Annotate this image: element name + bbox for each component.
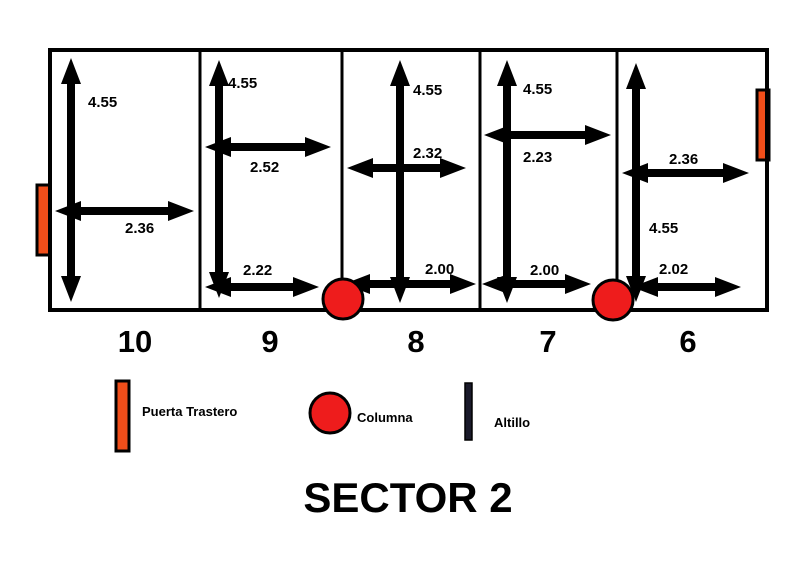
dim-label-room-9-length: 4.55: [228, 75, 257, 92]
dim-label-room-8-length: 4.55: [413, 82, 442, 99]
legend: Puerta Trastero Columna Altillo: [114, 379, 530, 453]
room-number-8: 8: [407, 324, 424, 359]
legend-column-icon: [308, 391, 352, 435]
dim-label-room-7-width: 2.23: [523, 149, 552, 166]
legend-altillo-icon: [464, 382, 473, 441]
dimension-arrow: [61, 58, 81, 302]
room-number-10: 10: [118, 324, 152, 359]
dim-label-room-8-bottom: 2.00: [425, 261, 454, 278]
dim-label-room-10-length: 4.55: [88, 94, 117, 111]
dim-label-room-7-length: 4.55: [523, 81, 552, 98]
dim-label-room-9-width: 2.52: [250, 159, 279, 176]
dim-label-room-9-bottom: 2.22: [243, 262, 272, 279]
dim-label-room-6-bottom: 2.02: [659, 261, 688, 278]
column-marker: [591, 278, 635, 322]
dimension-arrow: [55, 201, 194, 221]
room-number-7: 7: [539, 324, 556, 359]
dimension-arrow: [205, 277, 319, 297]
dimension-arrows: [55, 58, 749, 303]
dimension-arrow: [497, 60, 517, 303]
legend-column-label: Columna: [357, 410, 413, 425]
dimension-arrow: [390, 60, 410, 303]
dim-label-room-6-width: 2.36: [669, 151, 698, 168]
column-marker: [321, 277, 365, 321]
dim-label-room-7-bottom: 2.00: [530, 262, 559, 279]
dimension-arrow: [209, 60, 229, 298]
legend-door-icon: [114, 379, 131, 453]
dim-label-room-8-width: 2.32: [413, 145, 442, 162]
dimension-arrow: [632, 277, 741, 297]
legend-altillo-label: Altillo: [494, 415, 530, 430]
sector-title: SECTOR 2: [303, 474, 512, 521]
room-number-6: 6: [679, 324, 696, 359]
dimension-arrow: [344, 274, 476, 294]
dim-label-room-10-width: 2.36: [125, 220, 154, 237]
dimension-arrow: [347, 158, 466, 178]
dimension-arrow: [482, 274, 591, 294]
dimension-arrow: [626, 63, 646, 302]
building-outline: [48, 48, 769, 312]
dim-label-room-6-length: 4.55: [649, 220, 678, 237]
room-number-9: 9: [261, 324, 278, 359]
legend-door-label: Puerta Trastero: [142, 404, 237, 419]
dimension-arrow: [484, 125, 611, 145]
dimension-arrow: [205, 137, 331, 157]
dimension-arrow: [622, 163, 749, 183]
